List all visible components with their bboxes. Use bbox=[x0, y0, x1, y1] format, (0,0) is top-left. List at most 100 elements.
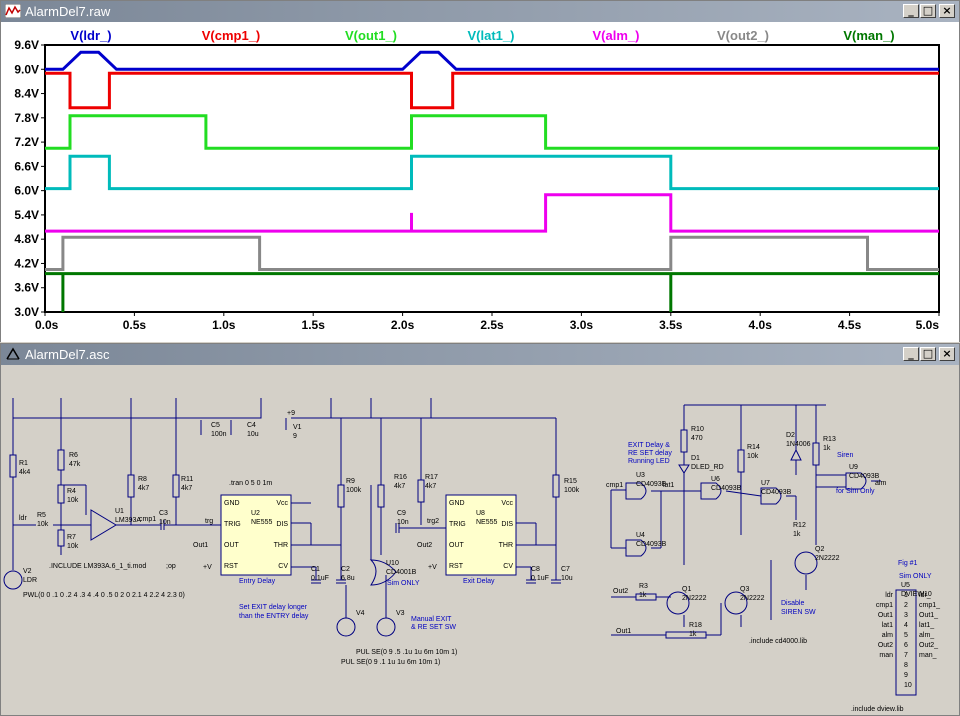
part-value: 100k bbox=[564, 487, 580, 494]
y-tick-label: 9.0V bbox=[14, 62, 39, 76]
ic-pin-label: RST bbox=[449, 563, 464, 570]
part-value: 10u bbox=[247, 431, 259, 438]
legend-item[interactable]: V(alm_) bbox=[593, 28, 640, 43]
ic-pin-label: CV bbox=[278, 563, 288, 570]
part-value: 9 bbox=[293, 433, 297, 440]
part-value: 1k bbox=[689, 631, 697, 638]
minimize-button[interactable]: _ bbox=[903, 347, 919, 361]
maximize-button[interactable]: □ bbox=[920, 347, 936, 361]
part-ref: U6 bbox=[711, 476, 720, 483]
minimize-button[interactable]: _ bbox=[903, 4, 919, 18]
dview-pin-number: 8 bbox=[904, 662, 908, 669]
part-value: DVIEW10 bbox=[901, 591, 932, 598]
dview-pin-number: 2 bbox=[904, 602, 908, 609]
part-ref: V1 bbox=[293, 424, 302, 431]
net-label: Out1 bbox=[616, 628, 631, 635]
legend-item[interactable]: V(out2_) bbox=[717, 28, 769, 43]
x-tick-label: 4.5s bbox=[838, 318, 862, 332]
trace-line bbox=[45, 50, 939, 71]
schematic-window-title: AlarmDel7.asc bbox=[25, 347, 110, 362]
trace-line bbox=[45, 235, 939, 271]
note-label: SIREN SW bbox=[781, 609, 816, 616]
ic-pin-label: TRIG bbox=[449, 521, 466, 528]
x-tick-label: 4.0s bbox=[749, 318, 773, 332]
part-ref: R15 bbox=[564, 478, 577, 485]
y-tick-label: 3.0V bbox=[14, 305, 39, 319]
close-button[interactable]: × bbox=[939, 347, 955, 361]
part-value: CD4093B bbox=[636, 541, 667, 548]
ic-pin-label: THR bbox=[274, 542, 288, 549]
part-ref: R12 bbox=[793, 522, 806, 529]
note-label: Sim ONLY bbox=[387, 580, 420, 587]
legend-item[interactable]: V(out1_) bbox=[345, 28, 397, 43]
part-ref: U9 bbox=[849, 464, 858, 471]
dview-input-label: alm bbox=[882, 632, 893, 639]
part-ref: U3 bbox=[636, 472, 645, 479]
x-tick-label: 0.5s bbox=[123, 318, 147, 332]
y-tick-label: 3.6V bbox=[14, 281, 39, 295]
net-label: +V bbox=[203, 564, 212, 571]
note-label: Sim ONLY bbox=[899, 573, 932, 580]
x-tick-label: 3.0s bbox=[570, 318, 594, 332]
note-label: EXIT Delay & bbox=[628, 442, 670, 449]
part-ref: U7 bbox=[761, 480, 770, 487]
x-tick-label: 2.0s bbox=[391, 318, 415, 332]
part-ref: Q1 bbox=[682, 586, 691, 593]
part-value: 10u bbox=[561, 575, 573, 582]
waveform-window-title: AlarmDel7.raw bbox=[25, 4, 111, 19]
net-label: cmp1 bbox=[606, 482, 623, 489]
schematic-window: AlarmDel7.asc _ □ × bbox=[0, 343, 960, 716]
legend-item[interactable]: V(cmp1_) bbox=[202, 28, 261, 43]
part-value: CD4093B bbox=[849, 473, 880, 480]
dview-pin-number: 1 bbox=[904, 592, 908, 599]
part-ref: U8 bbox=[476, 510, 485, 517]
part-ref: V4 bbox=[356, 610, 365, 617]
part-value: 10k bbox=[747, 453, 759, 460]
net-label: Out2 bbox=[417, 542, 432, 549]
note-label: Running LED bbox=[628, 458, 670, 465]
schematic-titlebar[interactable]: AlarmDel7.asc _ □ × bbox=[1, 344, 959, 365]
net-label: trg bbox=[205, 518, 213, 525]
part-ref: C5 bbox=[211, 422, 220, 429]
trace-line bbox=[45, 272, 939, 312]
trace-line bbox=[45, 71, 939, 110]
include-directive: .INCLUDE LM393A.6_1_ti.mod bbox=[49, 563, 146, 570]
waveform-plot[interactable]: V(ldr_) V(cmp1_) V(out1_) V(lat1_) V(alm_) V(… bbox=[1, 22, 959, 342]
part-ref: R18 bbox=[689, 622, 702, 629]
part-ref: U4 bbox=[636, 532, 645, 539]
note-label: Manual EXIT bbox=[411, 616, 452, 623]
part-ref: U10 bbox=[386, 560, 399, 567]
close-button[interactable]: × bbox=[939, 4, 955, 18]
part-ref: R7 bbox=[67, 534, 76, 541]
dview-output-label: Out2_ bbox=[919, 642, 938, 649]
part-value: 1k bbox=[793, 531, 801, 538]
ic-pin-label: DIS bbox=[276, 521, 288, 528]
part-value: DLED_RD bbox=[691, 464, 724, 471]
dview-pin-number: 6 bbox=[904, 642, 908, 649]
part-ref: U2 bbox=[251, 510, 260, 517]
part-ref: R3 bbox=[639, 583, 648, 590]
part-ref: C8 bbox=[531, 566, 540, 573]
legend-item[interactable]: V(man_) bbox=[843, 28, 894, 43]
legend-item[interactable]: V(ldr_) bbox=[70, 28, 111, 43]
part-ref: C2 bbox=[341, 566, 350, 573]
part-value: 0.1uF bbox=[311, 575, 329, 582]
legend-item[interactable]: V(lat1_) bbox=[468, 28, 515, 43]
part-value: CD4093B bbox=[711, 485, 742, 492]
waveform-titlebar[interactable]: AlarmDel7.raw _ □ × bbox=[1, 1, 959, 22]
note-label: than the ENTRY delay bbox=[239, 613, 309, 620]
x-tick-label: 3.5s bbox=[659, 318, 683, 332]
schematic-canvas[interactable]: R14k4R647kR410kR510kR710kU1LM393AR84k7R1… bbox=[1, 365, 959, 715]
part-value: 47k bbox=[69, 461, 81, 468]
trace-line bbox=[45, 154, 939, 191]
part-ref: R8 bbox=[138, 476, 147, 483]
schematic-app-icon bbox=[6, 347, 20, 360]
note-label: & RE SET SW bbox=[411, 624, 456, 631]
part-ref: V3 bbox=[396, 610, 405, 617]
part-ref: R14 bbox=[747, 444, 760, 451]
part-ref: D1 bbox=[691, 455, 700, 462]
ic-pin-label: RST bbox=[224, 563, 239, 570]
trace-line bbox=[45, 114, 939, 150]
maximize-button[interactable]: □ bbox=[920, 4, 936, 18]
dview-output-label: alm_ bbox=[919, 632, 934, 639]
